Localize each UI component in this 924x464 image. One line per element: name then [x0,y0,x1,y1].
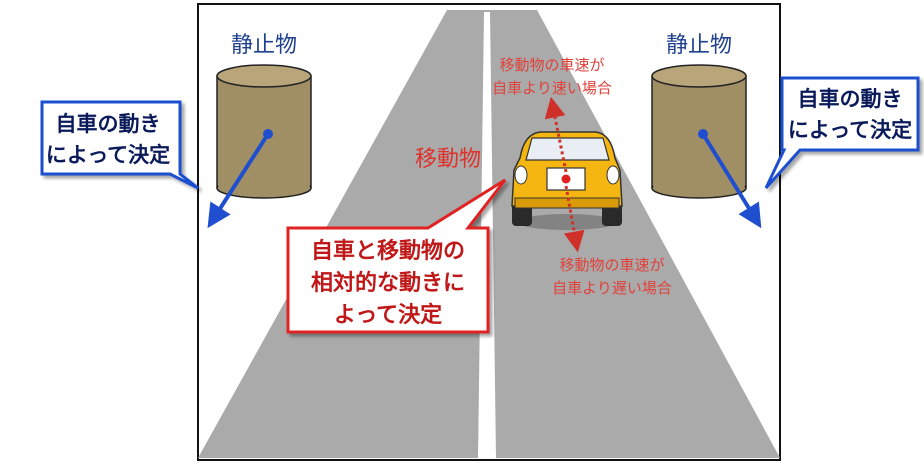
slower-label-line2: 自車より遅い場合 [552,279,672,297]
callout-right-line1: 自車の動き [798,87,903,111]
moving-car [511,131,623,230]
left-motion-arrow [207,132,270,229]
faster-label-line1: 移動物の車速が [499,56,604,74]
faster-label-line2: 自車より速い場合 [492,79,612,97]
static-label-left: 静止物 [231,33,297,58]
slower-label-line1: 移動物の車速が [559,256,664,274]
callout-right-line2: によって決定 [788,118,912,142]
callout-center-line3: よって決定 [334,302,442,328]
callout-left [40,100,199,190]
static-label-right: 静止物 [666,33,732,58]
callout-center-line1: 自車と移動物の [311,238,465,264]
callout-center-line2: 相対的な動きに [311,270,465,296]
callout-center [286,178,507,334]
faster-arrow [544,96,568,173]
callout-left-line2: によって決定 [46,143,170,167]
moving-label: 移動物 [415,147,481,172]
callout-left-line1: 自車の動き [56,112,161,136]
callout-right [764,76,920,190]
right-motion-arrow [701,132,762,229]
